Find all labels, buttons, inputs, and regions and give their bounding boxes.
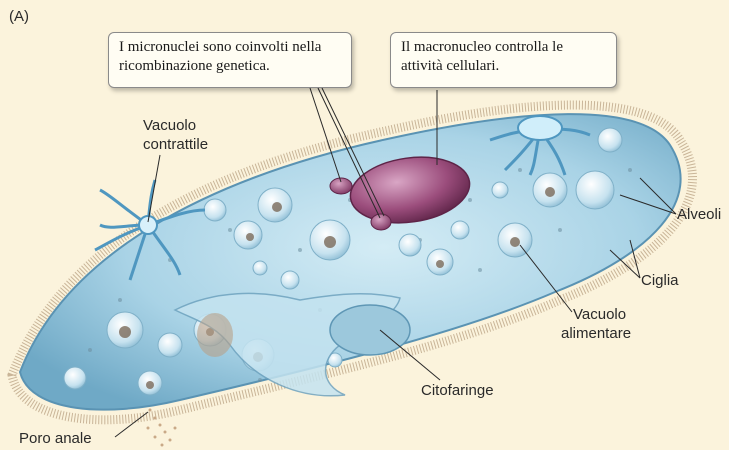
contractile-vacuole-center (139, 216, 157, 234)
callout-macronucleus: Il macronucleo controlla le attività cel… (390, 32, 617, 88)
micronucleus-1 (330, 178, 352, 194)
label-cytopharynx: Citofaringe (421, 382, 494, 400)
label-cilia: Ciglia (641, 272, 679, 290)
callout-micronuclei: I micronuclei sono coinvolti nella ricom… (108, 32, 352, 88)
figure-letter: (A) (9, 8, 29, 26)
callout-macronucleus-text: Il macronucleo controlla le attività cel… (401, 39, 563, 74)
label-food-vacuole-1: Vacuolo (573, 306, 626, 324)
cytopharynx-shape (330, 305, 410, 355)
callout-micronuclei-text: I micronuclei sono coinvolti nella ricom… (119, 39, 321, 74)
label-contractile-vacuole-2: contrattile (143, 136, 208, 154)
contractile-vacuole-center-right (518, 116, 562, 140)
label-contractile-vacuole-1: Vacuolo (143, 117, 196, 135)
label-anal-pore: Poro anale (19, 430, 92, 448)
label-alveoli: Alveoli (677, 206, 721, 224)
micronucleus-2 (371, 214, 391, 230)
label-food-vacuole-2: alimentare (561, 325, 631, 343)
forming-food-vacuole (197, 313, 233, 357)
